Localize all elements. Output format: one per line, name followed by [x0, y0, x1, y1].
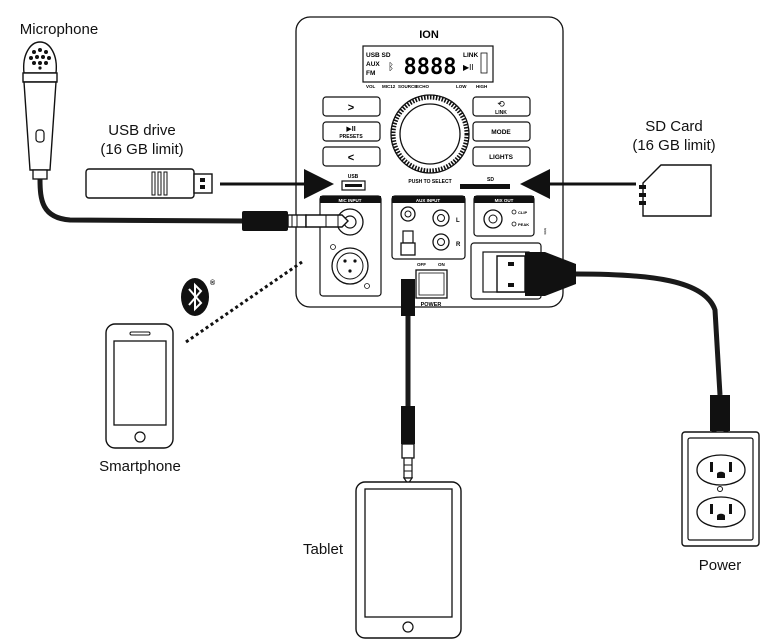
power-label: Power [698, 557, 742, 574]
mix-out-section: MIX OUT CLIP PEAK [473, 195, 535, 237]
mode-button[interactable]: MODE [472, 121, 531, 142]
microphone-cable [37, 178, 246, 224]
power-switch[interactable]: OFF ON POWER [415, 262, 448, 308]
svg-text:<: < [348, 152, 354, 164]
display-digits: 8888 [404, 55, 457, 80]
quarter-inch-plug [242, 211, 349, 231]
usb-drive-label-line1: USB drive [108, 122, 176, 139]
svg-text:MODE: MODE [491, 129, 511, 136]
display-bottom-label: SOURCE [398, 84, 417, 89]
svg-text:R: R [456, 242, 461, 248]
display-bottom-label: LOW [456, 84, 467, 89]
bluetooth-icon: ® [181, 278, 216, 316]
svg-text:MIC INPUT: MIC INPUT [339, 198, 362, 203]
svg-text:AUX INPUT: AUX INPUT [416, 198, 441, 203]
svg-text:PEAK: PEAK [518, 222, 529, 227]
svg-text:PRESETS: PRESETS [339, 134, 363, 140]
link-icon: ⟲ [497, 99, 505, 109]
power-cable [496, 252, 730, 444]
svg-text:>: > [348, 102, 354, 114]
display-bottom-label: VOL [366, 84, 376, 89]
microphone-icon [22, 41, 58, 180]
prev-button[interactable]: < [322, 146, 381, 167]
sd-card-label-line2: (16 GB limit) [632, 137, 716, 154]
tablet-label: Tablet [302, 541, 344, 558]
brand-logo: ION [419, 29, 439, 41]
wall-outlet-icon [681, 431, 760, 547]
svg-text:MIX OUT: MIX OUT [495, 198, 514, 203]
peak-led [511, 221, 517, 227]
aux-cable [400, 230, 416, 486]
sd-card-label-line1: SD Card [645, 118, 703, 135]
usb-port[interactable]: USB [341, 174, 366, 191]
svg-text:ON: ON [438, 262, 445, 267]
display-bluetooth-icon: ᛒ [388, 62, 394, 73]
display-bottom-label: MIC12 [382, 84, 396, 89]
mic-input-section: MIC INPUT [319, 195, 382, 297]
svg-text:▶II: ▶II [346, 126, 355, 133]
display-usb-sd: USB SD [366, 52, 391, 59]
display-play-icon: ▶II [463, 63, 474, 72]
sd-card-slot[interactable]: SD [460, 177, 510, 189]
svg-text:LIGHTS: LIGHTS [489, 154, 513, 161]
svg-text:SD: SD [487, 177, 494, 183]
display-aux: AUX [366, 61, 380, 68]
lights-button[interactable]: LIGHTS [472, 146, 531, 167]
svg-text:USB: USB [348, 174, 359, 180]
svg-text:LINK: LINK [495, 110, 507, 116]
sd-card-icon [639, 164, 712, 217]
svg-text:≈≈≈: ≈≈≈ [543, 228, 548, 235]
svg-text:OFF: OFF [417, 262, 426, 267]
clip-led [511, 209, 517, 215]
link-button[interactable]: ⟲ LINK [472, 96, 531, 117]
display-bottom-label: ECHO [416, 84, 430, 89]
svg-text:CLIP: CLIP [518, 210, 527, 215]
display-fm: FM [366, 70, 375, 77]
display-bottom-label: HIGH [476, 84, 487, 89]
registered-mark: ® [210, 279, 216, 287]
smartphone-label: Smartphone [99, 458, 181, 475]
volume-dial[interactable]: PUSH TO SELECT [390, 94, 470, 185]
display-link: LINK [463, 52, 478, 59]
svg-text:L: L [456, 218, 460, 224]
power-plug [710, 395, 730, 431]
display-battery-icon [480, 52, 488, 74]
tablet-icon [355, 481, 462, 639]
usb-drive-label-line2: (16 GB limit) [100, 141, 184, 158]
play-pause-button[interactable]: ▶II PRESETS [322, 121, 381, 142]
svg-text:POWER: POWER [421, 302, 442, 308]
push-to-select-label: PUSH TO SELECT [408, 179, 451, 185]
next-button[interactable]: > [322, 96, 381, 117]
microphone-label: Microphone [19, 21, 99, 38]
usb-drive-icon [85, 168, 213, 199]
smartphone-icon [105, 323, 174, 449]
